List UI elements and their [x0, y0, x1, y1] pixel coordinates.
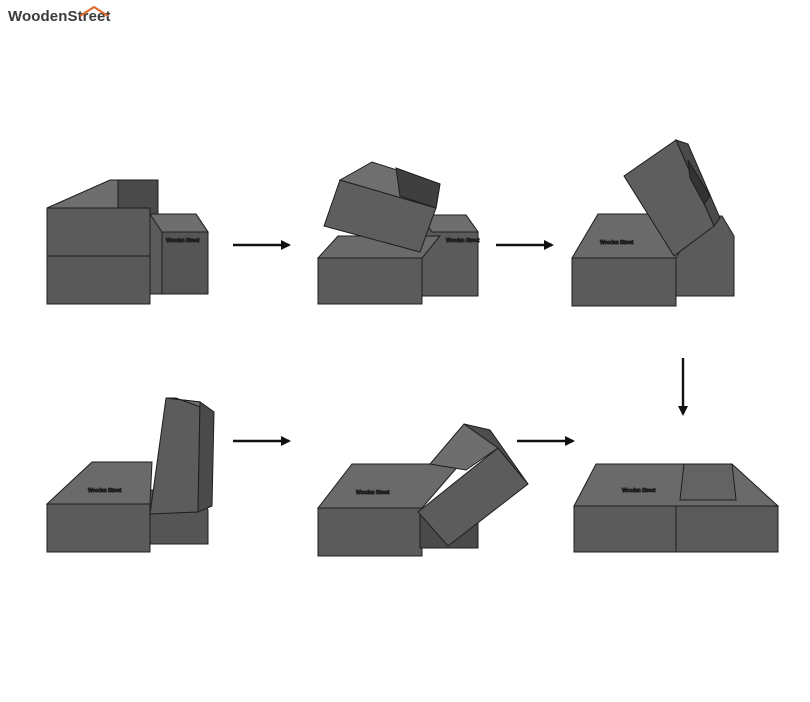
step-2-fold-back: Wooden Street [316, 161, 480, 305]
step-4-back-upright: Wooden Street [45, 397, 215, 553]
step-1-sofa: Wooden Street [46, 179, 209, 305]
step-3-flip-back: Wooden Street [571, 139, 735, 307]
sofa-tag: Wooden Street [600, 240, 634, 246]
brand-logo[interactable]: WoodenStreet [8, 4, 111, 28]
sofa-tag: Wooden Street [622, 488, 656, 494]
sofa-tag: Wooden Street [88, 488, 122, 494]
sofa-tag: Wooden Street [446, 238, 480, 244]
roof-icon [79, 5, 109, 17]
sofa-tag: Wooden Street [356, 490, 390, 496]
sofa-tag: Wooden Street [166, 238, 200, 244]
step-5-back-tilt: Wooden Street [316, 423, 529, 557]
step-6-bed: Wooden Street [573, 463, 780, 553]
